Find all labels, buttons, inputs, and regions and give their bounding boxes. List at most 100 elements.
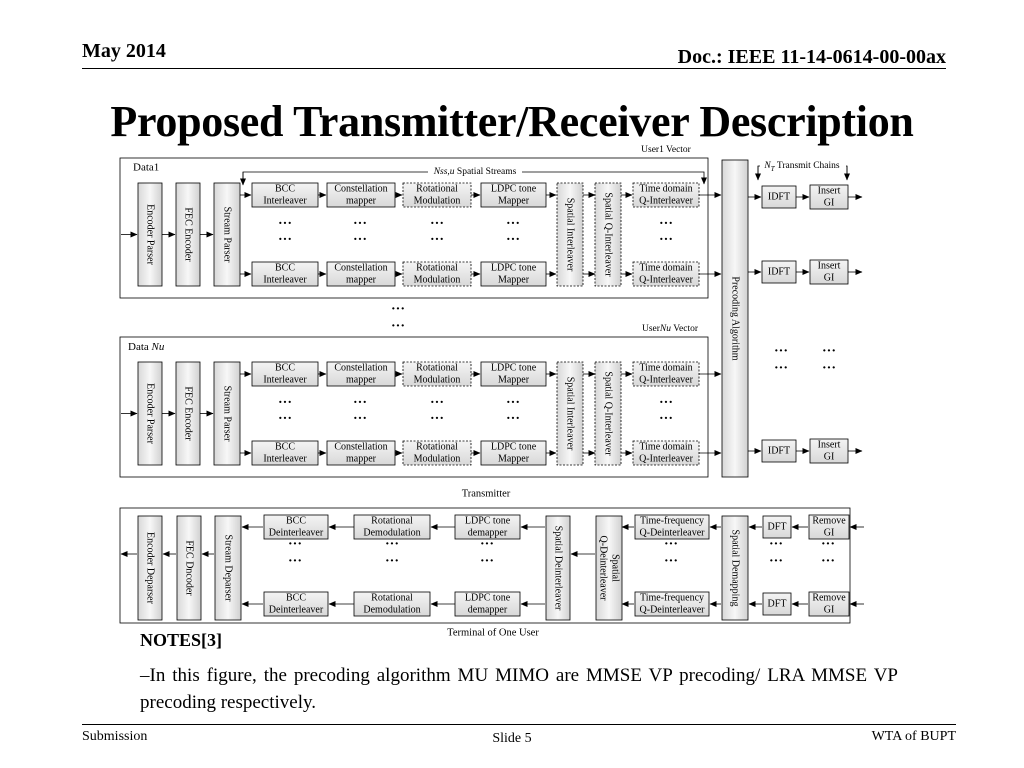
spatial-streams-label-bg	[428, 167, 522, 177]
rx-rotational-demodulation-label: Rotational	[371, 592, 413, 603]
user1-ellipsis: ···	[506, 233, 520, 248]
transmit-chains-text: Transmit Chains	[775, 161, 840, 171]
slide-label: Slide	[492, 731, 522, 746]
usernu-encoder-parser	[137, 361, 163, 466]
rx-ellipsis: ···	[769, 554, 783, 569]
user1-bcc-interleaver-label: BCC	[275, 262, 295, 273]
usernu-constellation-mapper	[326, 361, 396, 387]
transmit-chains-label-bg	[760, 160, 846, 171]
usernu-spatial-q-interleaver-label: Spatial Q-Interleaver	[603, 371, 614, 456]
user1-ldpc-tone-mapper-label: Mapper	[498, 274, 530, 285]
user1-spatial-interleaver	[556, 182, 584, 287]
rx-time-frequency-q-deinterleaver-label: Time-frequency	[640, 515, 704, 526]
precoding-algorithm-block	[721, 159, 749, 478]
insert-gi-block-label: GI	[824, 272, 835, 283]
user1-ellipsis: ···	[659, 233, 673, 248]
encoder-deparser	[137, 515, 163, 621]
user1-rotational-modulation-label: Modulation	[414, 195, 461, 206]
rx-remove-gi-block-label: GI	[824, 604, 835, 615]
usernu-ellipsis: ···	[353, 412, 367, 427]
rx-remove-gi-block	[808, 514, 850, 540]
slide-title: Proposed Transmitter/Receiver Descriptio…	[110, 97, 914, 146]
user1-fec-encoder	[175, 182, 201, 287]
usernu-ellipsis: ···	[430, 412, 444, 427]
spatial-demapping-label: Spatial Demapping	[730, 530, 741, 607]
rx-ellipsis: ···	[821, 537, 835, 552]
rx-remove-gi-block-label: Remove	[812, 515, 846, 526]
usernu-spatial-interleaver-label: Spatial Interleaver	[565, 377, 576, 451]
user1-ellipsis: ···	[278, 233, 292, 248]
usernu-constellation-mapper-label: Constellation	[334, 441, 387, 452]
usernu-constellation-mapper	[326, 440, 396, 466]
rx-dft-block-label: DFT	[768, 598, 787, 609]
rx-ldpc-tone-demapper-label: LDPC tone	[465, 592, 511, 603]
usernu-rotational-modulation-label: Rotational	[416, 441, 458, 452]
user1-ldpc-tone-mapper-label: Mapper	[498, 195, 530, 206]
spatial-q-deinterleaver-label: Q-Deinterleaver	[598, 536, 609, 602]
usernu-symbol: Nu	[659, 324, 671, 334]
rx-ellipsis: ···	[385, 537, 399, 552]
rx-ellipsis: ···	[288, 537, 302, 552]
data-nu-symbol: Nu	[151, 341, 165, 353]
user1-ellipsis: ···	[353, 233, 367, 248]
rx-ldpc-tone-demapper	[454, 591, 521, 617]
rx-ellipsis: ···	[664, 554, 678, 569]
usernu-ldpc-tone-mapper-label: Mapper	[498, 453, 530, 464]
rx-bcc-deinterleaver-label: Deinterleaver	[269, 604, 324, 615]
user1-ellipsis: ···	[430, 233, 444, 248]
footer-submission: Submission	[82, 729, 148, 744]
tx-chain-ellipsis: ···	[822, 344, 836, 359]
usernu-spatial-interleaver	[556, 361, 584, 466]
rx-dft-block	[762, 515, 792, 539]
fec-decoder	[176, 515, 202, 621]
between-users-ellipsis: ···	[391, 302, 405, 317]
user1-constellation-mapper-label: Constellation	[334, 183, 387, 194]
rx-ellipsis: ···	[385, 554, 399, 569]
rx-ldpc-tone-demapper	[454, 514, 521, 540]
idft-block	[761, 439, 797, 463]
user1-bcc-interleaver	[251, 261, 319, 287]
spatial-demapping	[721, 515, 749, 621]
rx-rotational-demodulation-label: Rotational	[371, 515, 413, 526]
usernu-rotational-modulation	[402, 361, 472, 387]
notes-body: –In this figure, the precoding algorithm…	[140, 665, 898, 713]
header-date: May 2014	[82, 40, 166, 62]
data1-label: Data1	[133, 162, 159, 174]
user1-ldpc-tone-mapper	[480, 182, 547, 208]
rx-bcc-deinterleaver-label: BCC	[286, 515, 306, 526]
rx-dft-block-label: DFT	[768, 521, 787, 532]
insert-gi-block-label: GI	[824, 451, 835, 462]
rx-rotational-demodulation-label: Demodulation	[363, 527, 420, 538]
rx-time-frequency-q-deinterleaver-label: Q-Deinterleaver	[640, 604, 706, 615]
user1-bcc-interleaver-label: Interleaver	[263, 195, 307, 206]
usernu-rotational-modulation-label: Modulation	[414, 374, 461, 385]
stream-deparser	[214, 515, 242, 621]
usernu-rotational-modulation-label: Modulation	[414, 453, 461, 464]
user1-spatial-interleaver-label: Spatial Interleaver	[565, 198, 576, 272]
rx-ellipsis: ···	[480, 554, 494, 569]
rx-ellipsis: ···	[769, 537, 783, 552]
transmitter-label: Transmitter	[462, 488, 511, 499]
usernu-constellation-mapper-label: mapper	[346, 453, 377, 464]
user1-bcc-interleaver-label: Interleaver	[263, 274, 307, 285]
usernu-bcc-interleaver-label: BCC	[275, 441, 295, 452]
usernu-encoder-parser-label: Encoder Parser	[145, 383, 156, 444]
tx-chain-ellipsis: ···	[774, 361, 788, 376]
user1-bcc-interleaver	[251, 182, 319, 208]
user1-time-domain-q-interleaver	[632, 261, 700, 287]
idft-block-label: IDFT	[768, 445, 790, 456]
rx-remove-gi-block-label: GI	[824, 527, 835, 538]
user1-stream-parser	[213, 182, 241, 287]
usernu-time-domain-q-interleaver-label: Q-Interleaver	[639, 453, 694, 464]
notes-title: NOTES[3]	[140, 630, 223, 650]
usernu-ellipsis: ···	[659, 412, 673, 427]
data-nu-prefix: Data	[128, 341, 152, 353]
rx-ellipsis: ···	[288, 554, 302, 569]
fec-decoder-label: FEC Dncoder	[184, 540, 195, 596]
rx-rotational-demodulation-label: Demodulation	[363, 604, 420, 615]
user1-stream-parser-label: Stream Parser	[222, 207, 233, 263]
usernu-ellipsis: ···	[278, 412, 292, 427]
tx-chain-ellipsis: ···	[774, 344, 788, 359]
footer-slide-number: Slide 5	[0, 731, 1024, 747]
usernu-bcc-interleaver	[251, 361, 319, 387]
